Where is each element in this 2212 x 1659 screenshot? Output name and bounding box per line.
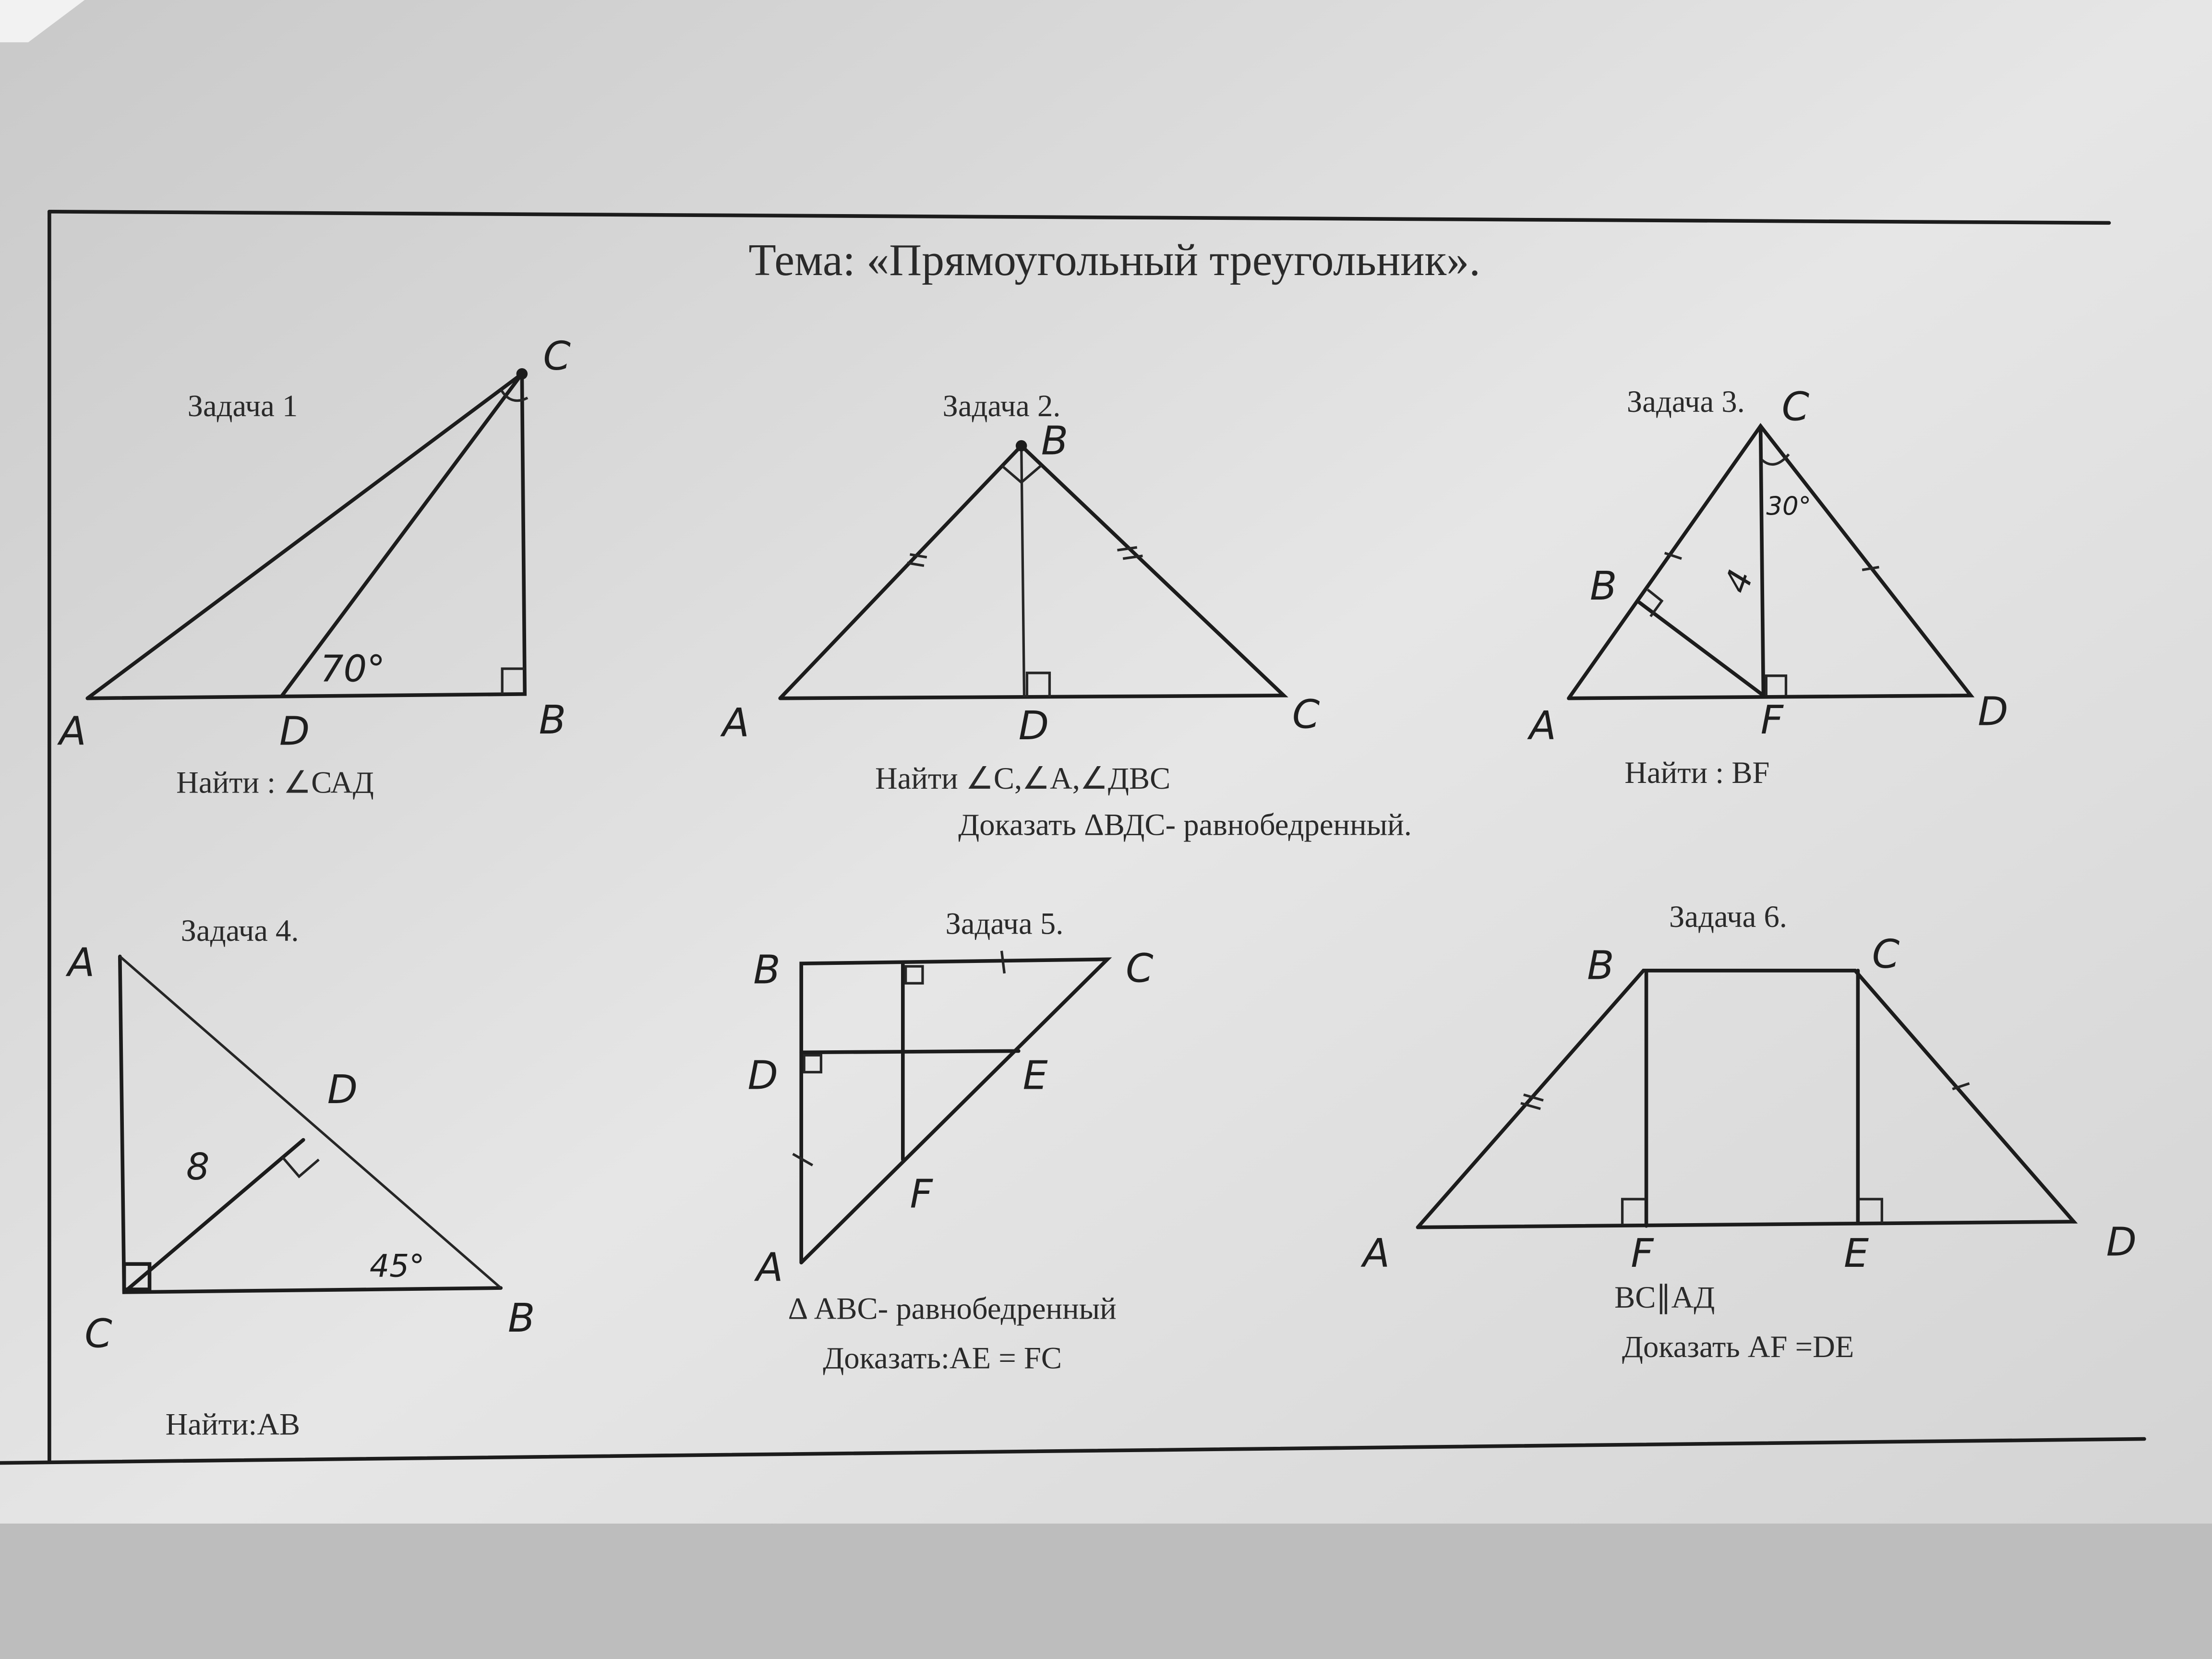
- task-3: Задача 3. 30° 4 C B A F D Найти : BF: [1527, 384, 2008, 790]
- task-2: Задача 2. A B C D Найти ∠С,∠А,∠ДВС Доказ…: [720, 388, 1412, 842]
- task-label: Задача 1: [188, 388, 298, 423]
- task-1: Задача 1 70° A D B C Найти : ∠САД: [57, 334, 571, 800]
- point-label: A: [754, 1245, 783, 1290]
- task-prove: Доказать:AE = FC: [823, 1341, 1062, 1375]
- point-label: B: [508, 1296, 535, 1341]
- point-label: B: [753, 947, 780, 993]
- point-label: A: [720, 700, 749, 746]
- point-label: D: [327, 1067, 358, 1113]
- point-label: D: [2106, 1220, 2137, 1265]
- point-label: F: [910, 1172, 934, 1217]
- frame: [0, 209, 2146, 1465]
- task-prove: Доказать ΔВДС- равнобедренный.: [958, 807, 1412, 842]
- task-prove: Доказать AF =DE: [1622, 1329, 1854, 1364]
- point-label: F: [1761, 697, 1784, 743]
- point-label: C: [84, 1311, 112, 1357]
- task-question: Найти:АВ: [166, 1407, 301, 1442]
- triangle-figure: [118, 954, 503, 1294]
- task-label: Задача 5.: [945, 906, 1063, 940]
- angle-label: 30°: [1766, 492, 1811, 521]
- length-label: 8: [186, 1146, 210, 1189]
- point-label: E: [1023, 1053, 1048, 1099]
- point-label: A: [1360, 1231, 1390, 1276]
- point-label: E: [1844, 1231, 1869, 1276]
- page-title: Тема: «Прямоугольный треугольник».: [748, 235, 1480, 285]
- task-4: Задача 4. 8 45° A D C B Найти:АВ: [65, 913, 535, 1442]
- point-label: C: [1292, 692, 1320, 737]
- point-label: A: [65, 940, 95, 986]
- point-label: C: [1782, 385, 1810, 430]
- point-label: D: [1019, 703, 1049, 749]
- point-label: A: [57, 709, 86, 755]
- triangle-figure: [85, 368, 529, 700]
- task-given: ВС∥АД: [1614, 1280, 1715, 1314]
- point-label: D: [279, 709, 310, 755]
- angle-label: 70°: [320, 648, 385, 690]
- triangle-figure: [778, 440, 1288, 700]
- task-label: Задача 2.: [943, 388, 1061, 423]
- table-surface: [0, 1523, 2212, 1659]
- triangle-figure: [1567, 423, 1975, 700]
- point-label: B: [539, 697, 566, 743]
- point-label: D: [1978, 689, 2008, 735]
- point-label: C: [543, 334, 571, 379]
- point-label: C: [1126, 946, 1154, 991]
- task-question: Найти : ∠САД: [176, 765, 374, 800]
- triangle-figure: [792, 950, 1112, 1265]
- task-given: Δ ABC- равнобедренный: [788, 1291, 1117, 1326]
- point-label: B: [1041, 418, 1068, 464]
- task-label: Задача 6.: [1669, 899, 1787, 934]
- task-question: Найти ∠С,∠А,∠ДВС: [875, 761, 1170, 795]
- trapezoid-figure: [1416, 969, 2078, 1229]
- angle-label: 45°: [370, 1249, 425, 1285]
- task-6: Задача 6. B C A F E D ВС∥АД Доказать AF …: [1360, 899, 2137, 1364]
- point-label: D: [748, 1053, 778, 1099]
- task-label: Задача 4.: [181, 913, 299, 948]
- point-label: C: [1872, 932, 1900, 977]
- paper-corner: [0, 0, 85, 43]
- point-label: B: [1590, 564, 1617, 609]
- task-5: Задача 5. B C D E F A Δ ABC- равнобедрен…: [748, 906, 1154, 1375]
- task-label: Задача 3.: [1627, 384, 1745, 419]
- task-question: Найти : BF: [1624, 755, 1769, 790]
- point-label: B: [1587, 943, 1614, 989]
- point-label: F: [1631, 1231, 1654, 1276]
- point-label: A: [1527, 703, 1556, 749]
